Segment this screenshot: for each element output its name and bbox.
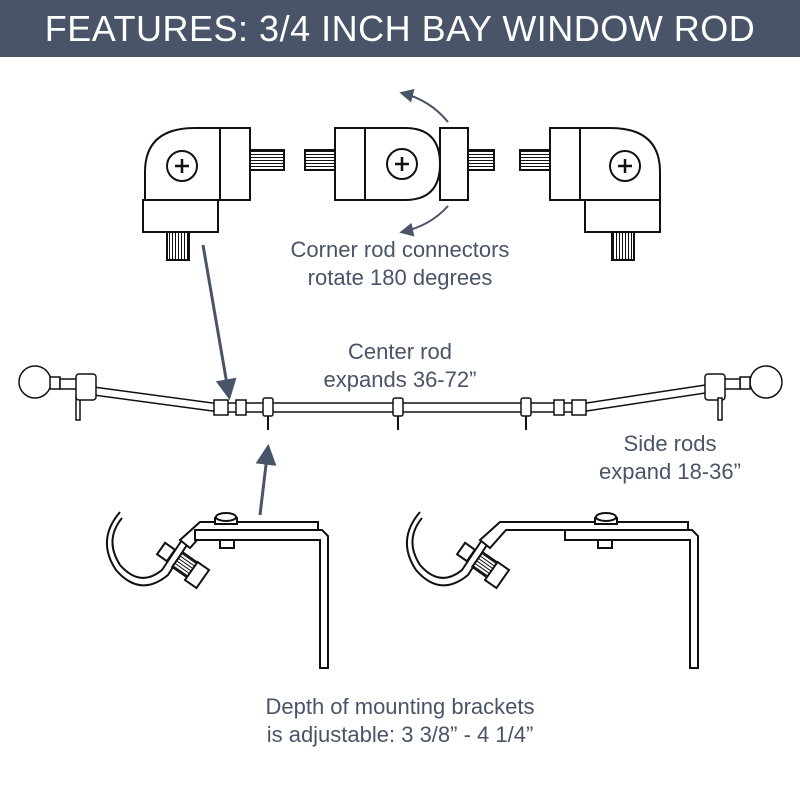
caption-line: rotate 180 degrees xyxy=(307,265,493,290)
caption-line: expands 36-72” xyxy=(323,367,477,392)
caption-line: Depth of mounting brackets xyxy=(265,694,535,719)
rotation-arrows-icon xyxy=(399,88,449,237)
caption-center-rod: Center rod expands 36-72” xyxy=(290,338,510,394)
caption-bracket-depth: Depth of mounting brackets is adjustable… xyxy=(170,693,630,749)
header-bar: FEATURES: 3/4 INCH BAY WINDOW ROD xyxy=(0,0,800,57)
caption-line: Corner rod connectors xyxy=(290,237,510,262)
caption-line: is adjustable: 3 3/8” - 4 1/4” xyxy=(266,722,534,747)
caption-line: expand 18-36” xyxy=(599,459,741,484)
pointer-arrows-icon xyxy=(201,244,277,516)
caption-line: Center rod xyxy=(348,339,452,364)
bracket-left-icon xyxy=(105,511,329,669)
bracket-right-icon xyxy=(405,511,699,669)
caption-corner-connectors: Corner rod connectors rotate 180 degrees xyxy=(240,236,560,292)
connector-center-icon xyxy=(304,127,495,201)
caption-side-rods: Side rods expand 18-36” xyxy=(560,430,780,486)
connector-left-icon xyxy=(142,127,285,261)
caption-line: Side rods xyxy=(623,431,717,456)
rod-assembly-icon xyxy=(18,365,783,430)
connector-right-icon xyxy=(519,127,661,261)
page-title: FEATURES: 3/4 INCH BAY WINDOW ROD xyxy=(44,7,756,49)
